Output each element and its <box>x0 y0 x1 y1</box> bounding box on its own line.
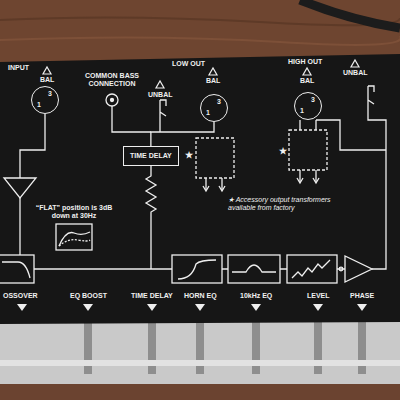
amplifier-symbol <box>4 178 36 198</box>
level-ramp <box>292 260 330 278</box>
wire-connector <box>151 122 214 146</box>
pointer-triangle <box>83 304 93 311</box>
control-label: HORN EQ <box>184 292 217 300</box>
pointer-triangle <box>313 304 323 311</box>
wiring <box>0 86 386 283</box>
arrowhead <box>203 186 225 191</box>
cable <box>300 0 400 28</box>
control-label: PHASE <box>350 292 374 300</box>
control-label: OSSOVER <box>3 292 38 300</box>
pointer-triangle <box>43 67 51 74</box>
phase-amplifier <box>345 256 372 282</box>
level-block <box>287 255 337 283</box>
knob-cover <box>0 318 400 386</box>
pin-number: 1 <box>37 101 41 109</box>
wood-surface <box>0 384 400 400</box>
connector-label: UNBAL <box>148 91 173 99</box>
eq-curve <box>59 232 90 246</box>
pointer-triangle <box>209 68 217 75</box>
transformer-outline <box>289 130 327 170</box>
jack-symbol <box>111 99 114 102</box>
eq-block <box>228 255 280 283</box>
pointer-triangle <box>303 68 311 75</box>
connector-label: COMMON BASS CONNECTION <box>80 72 144 88</box>
connector-label: BAL <box>40 76 54 84</box>
pointer-triangle <box>351 60 359 67</box>
knob-stem <box>358 322 366 374</box>
connector-label: BAL <box>206 77 220 85</box>
eq-graph <box>56 224 92 250</box>
phase-switch <box>339 267 343 271</box>
knob-stem <box>148 322 156 374</box>
resistor-symbol <box>146 160 156 269</box>
acrylic-edge <box>0 360 400 366</box>
wire <box>19 198 20 255</box>
xlr-connector: 31 <box>294 92 322 120</box>
pointer-triangle <box>17 304 27 311</box>
section-label: LOW OUT <box>172 60 205 68</box>
wire <box>316 120 386 150</box>
note-text: “FLAT” position is 3dB down at 30Hz <box>35 204 113 220</box>
wood-surface <box>0 0 400 62</box>
jack-symbol <box>106 94 118 106</box>
section-label: INPUT <box>8 64 29 72</box>
wire <box>222 268 345 269</box>
control-label: LEVEL <box>307 292 330 300</box>
connector-label: UNBAL <box>343 69 368 77</box>
wire <box>300 120 316 182</box>
horn-eq-block <box>172 255 222 283</box>
crossover-block <box>0 255 34 283</box>
process-box: TIME DELAY <box>123 146 179 166</box>
jack-symbol <box>368 86 374 112</box>
connector-label: BAL <box>300 77 314 85</box>
pin-number: 3 <box>48 90 52 98</box>
footnote: ★ Accessory output transformers availabl… <box>228 196 350 212</box>
pin-number: 1 <box>206 109 210 117</box>
knob-stem <box>196 322 204 374</box>
arrowhead <box>297 178 319 183</box>
wood-grain <box>0 36 400 45</box>
wire <box>20 114 45 178</box>
pointer-triangle <box>195 304 205 311</box>
knob-stem <box>252 322 260 374</box>
knob-stem <box>314 322 322 374</box>
pointer-triangle <box>147 304 157 311</box>
wire <box>368 112 386 269</box>
jack-symbol <box>160 100 166 132</box>
xlr-connector: 31 <box>200 94 228 122</box>
wire <box>112 106 151 132</box>
pointer-triangle <box>156 81 164 88</box>
eq-curve <box>59 240 90 246</box>
filter-curve <box>2 262 30 278</box>
pin-number: 1 <box>300 107 304 115</box>
control-label: EQ BOOST <box>70 292 107 300</box>
filter-curve <box>178 260 216 279</box>
transformer-outline <box>196 138 234 178</box>
knob-pointers <box>17 304 367 311</box>
section-label: HIGH OUT <box>288 58 322 66</box>
knob-stem <box>84 322 92 374</box>
pin-number: 3 <box>217 98 221 106</box>
pointer-triangle <box>251 304 261 311</box>
pointer-triangle <box>357 304 367 311</box>
note-star: ★ <box>185 150 193 160</box>
eq-curve <box>232 265 276 272</box>
black-panel <box>0 54 400 324</box>
control-label: 10kHz EQ <box>240 292 272 300</box>
pin-number: 3 <box>311 96 315 104</box>
xlr-connector: 31 <box>31 86 59 114</box>
note-star: ★ <box>279 146 287 156</box>
control-label: TIME DELAY <box>131 292 173 300</box>
box-label: TIME DELAY <box>130 152 172 160</box>
